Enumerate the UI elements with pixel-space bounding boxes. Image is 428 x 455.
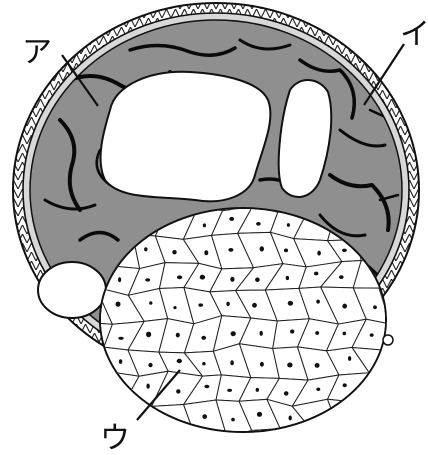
- cell-nucleus: [149, 301, 152, 305]
- cell-nucleus: [342, 304, 347, 309]
- cell-nucleus: [228, 248, 233, 252]
- cell: [328, 399, 364, 434]
- cell-nucleus: [118, 337, 123, 340]
- cell-nucleus: [287, 223, 290, 227]
- rim-bead: [383, 335, 393, 345]
- cell-nucleus: [348, 356, 351, 361]
- cell-nucleus: [204, 250, 208, 255]
- cell-nucleus: [284, 391, 289, 395]
- cell-nucleus: [226, 302, 229, 306]
- cell-nucleus: [260, 246, 264, 251]
- cell: [131, 429, 166, 455]
- label-a: ア: [22, 35, 52, 70]
- cell-nucleus: [176, 333, 180, 338]
- cell-nucleus: [256, 222, 261, 226]
- cell-nucleus: [287, 363, 292, 368]
- cell: [404, 320, 428, 353]
- cell-nucleus: [198, 303, 203, 306]
- cell-nucleus: [315, 363, 320, 368]
- label-u: ウ: [100, 421, 130, 455]
- cell-nucleus: [255, 278, 260, 283]
- cell: [408, 291, 428, 322]
- cell-nucleus: [229, 217, 234, 221]
- cell: [208, 431, 252, 455]
- cell-nucleus: [203, 223, 206, 227]
- cell-nucleus: [230, 277, 234, 282]
- cell-nucleus: [231, 418, 235, 422]
- cell: [410, 404, 428, 433]
- large-cavity: [101, 72, 271, 201]
- cell-nucleus: [148, 363, 152, 367]
- cell: [356, 433, 390, 455]
- cell: [295, 433, 340, 455]
- cell-nucleus: [176, 389, 180, 393]
- cell-nucleus: [201, 336, 206, 340]
- cell-nucleus: [286, 276, 289, 280]
- cell-nucleus: [370, 333, 374, 336]
- cell: [378, 375, 425, 404]
- cell-nucleus: [177, 359, 182, 363]
- cell-nucleus: [173, 306, 176, 309]
- cell-nucleus: [144, 247, 147, 251]
- cell: [408, 267, 428, 294]
- cell-nucleus: [202, 362, 205, 365]
- cell: [404, 347, 428, 377]
- cell: [377, 433, 426, 455]
- cell-nucleus: [373, 305, 377, 309]
- cell-nucleus: [146, 384, 149, 389]
- cell: [323, 433, 363, 455]
- cell-nucleus: [315, 331, 319, 335]
- cell-nucleus: [314, 272, 318, 276]
- cell-nucleus: [316, 300, 320, 304]
- cell: [185, 434, 227, 455]
- cell: [156, 429, 194, 455]
- cell-nucleus: [284, 249, 288, 253]
- cell-nucleus: [118, 277, 121, 282]
- cell-nucleus: [230, 360, 234, 365]
- cell-nucleus: [342, 249, 347, 252]
- cell-nucleus: [200, 275, 205, 280]
- cell-nucleus: [339, 275, 344, 279]
- cell-nucleus: [204, 385, 209, 389]
- cell-nucleus: [257, 412, 262, 417]
- cell-nucleus: [119, 359, 122, 364]
- cell: [352, 401, 390, 434]
- cell: [404, 430, 428, 455]
- cell-nucleus: [172, 250, 176, 254]
- cell-nucleus: [288, 301, 293, 306]
- cell-nucleus: [252, 303, 257, 308]
- label-i: イ: [400, 17, 428, 52]
- cell-nucleus: [145, 278, 150, 281]
- cell-nucleus: [116, 302, 121, 307]
- cell-nucleus: [146, 332, 151, 338]
- cell-nucleus: [260, 362, 264, 367]
- cell-nucleus: [290, 329, 294, 333]
- cell: [384, 347, 426, 377]
- cell-nucleus: [202, 414, 207, 419]
- cell-nucleus: [343, 383, 347, 387]
- cell-nucleus: [316, 388, 320, 391]
- cell: [72, 373, 116, 405]
- small-left-cavity: [38, 262, 106, 318]
- cell-nucleus: [177, 275, 182, 279]
- cell: [378, 401, 426, 434]
- cell-nucleus: [227, 389, 232, 392]
- cell-nucleus: [343, 332, 347, 336]
- cell-nucleus: [256, 388, 259, 392]
- cell: [410, 373, 428, 406]
- cell-nucleus: [289, 416, 292, 421]
- cell-nucleus: [231, 331, 236, 336]
- cell-nucleus: [317, 251, 321, 256]
- cell: [271, 429, 315, 455]
- cell-nucleus: [260, 331, 263, 336]
